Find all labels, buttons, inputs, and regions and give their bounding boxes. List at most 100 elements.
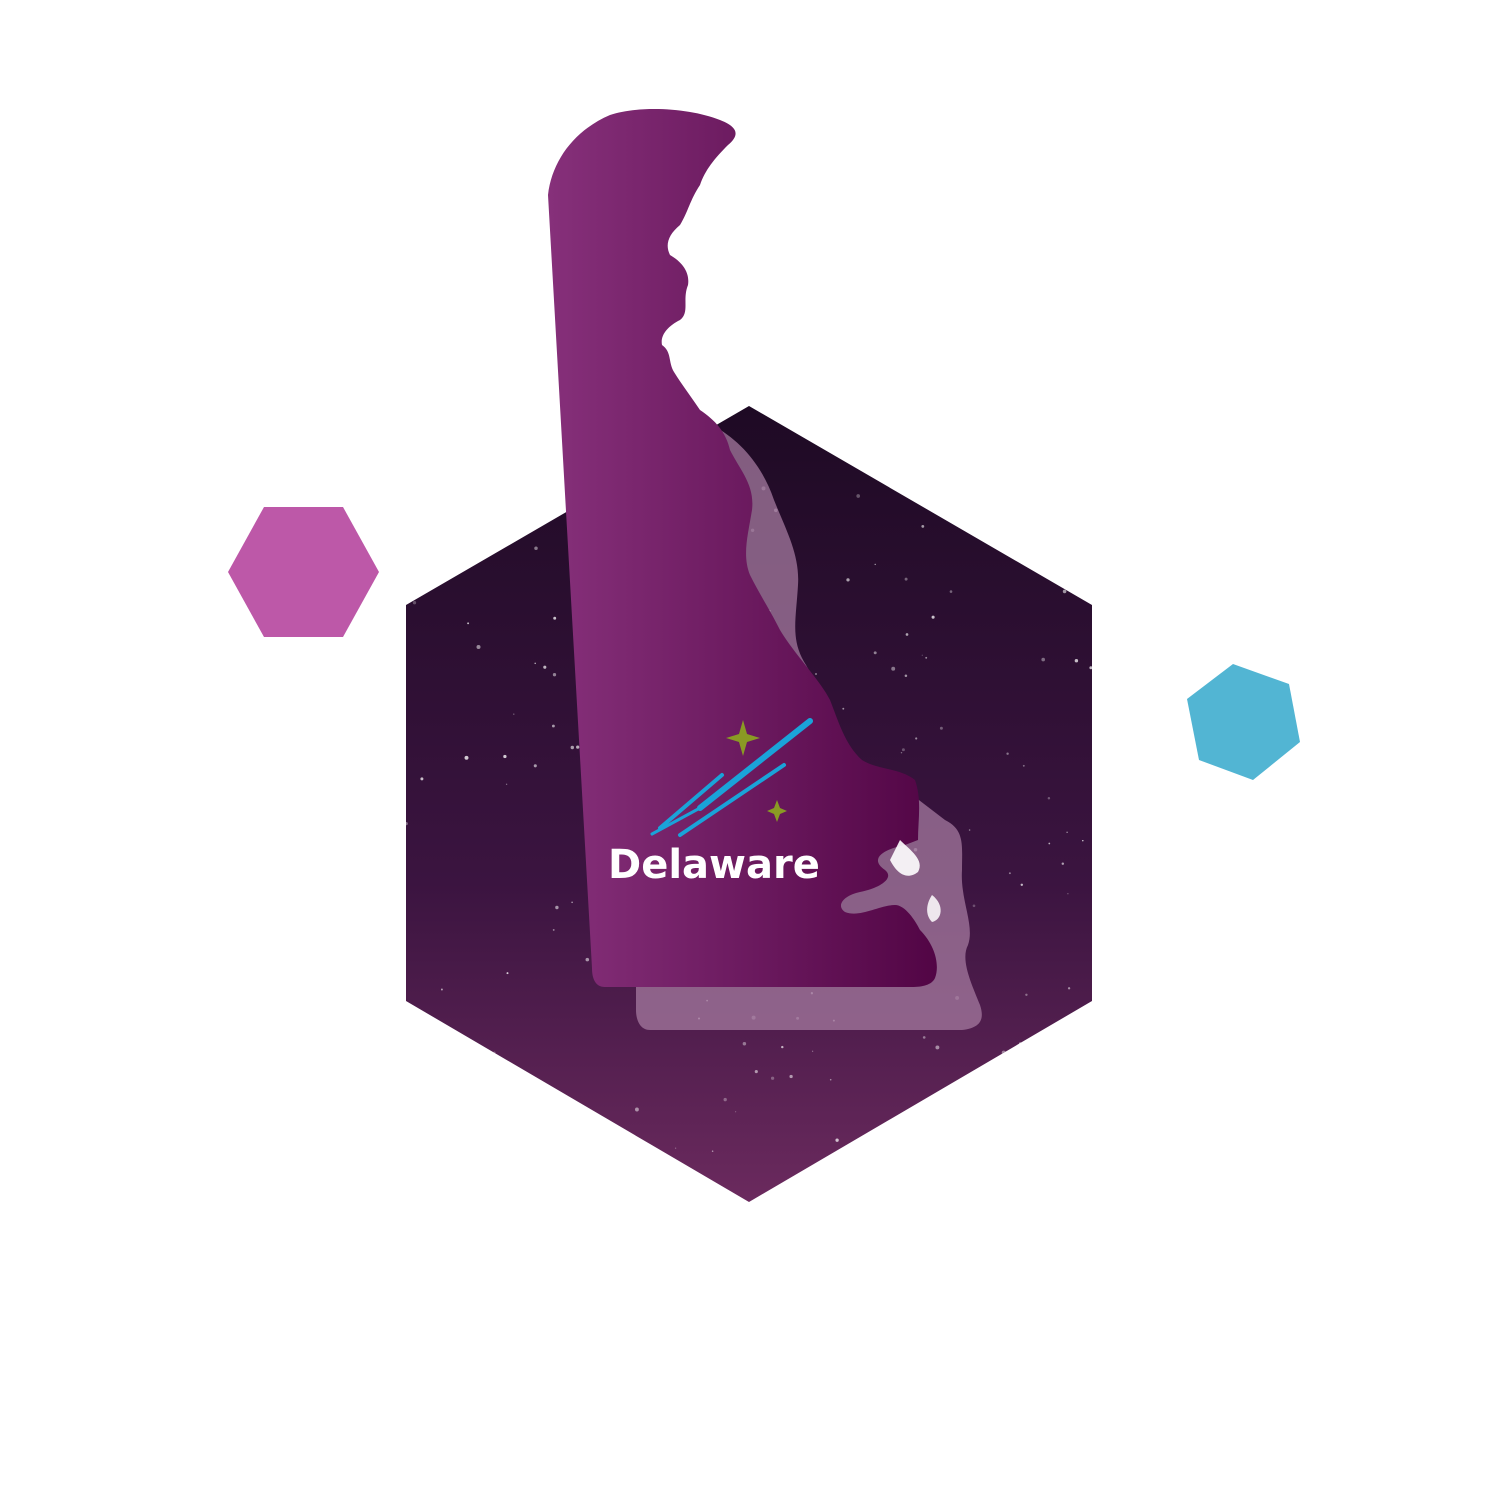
star [842, 707, 845, 710]
star [1089, 666, 1092, 670]
star [711, 1150, 714, 1152]
star [410, 1034, 413, 1037]
star [467, 622, 470, 625]
star [576, 745, 580, 749]
star [835, 1138, 839, 1142]
star [925, 656, 928, 659]
star [1006, 752, 1009, 755]
star [789, 1074, 793, 1079]
star [873, 651, 877, 655]
star [829, 1078, 832, 1081]
star [464, 755, 469, 760]
star [891, 666, 896, 671]
star [491, 459, 493, 461]
star [697, 1176, 700, 1179]
star [634, 1107, 639, 1112]
star [856, 494, 861, 498]
star [901, 748, 905, 752]
star [1041, 657, 1045, 662]
blue-hexagon-decoration [1187, 664, 1300, 780]
star [717, 412, 721, 416]
bay-inlet [890, 840, 920, 876]
star [968, 829, 971, 831]
star [1021, 1088, 1025, 1093]
star [419, 1194, 424, 1199]
star [942, 1128, 946, 1132]
star [754, 1070, 758, 1074]
star [723, 1097, 727, 1102]
star [964, 426, 968, 429]
star [811, 1050, 814, 1052]
star [543, 665, 547, 669]
star [1067, 893, 1069, 895]
star [1066, 831, 1068, 833]
shooting-star-streaks-icon [650, 718, 813, 837]
star [535, 1096, 540, 1101]
magenta-hexagon-decoration [228, 507, 379, 637]
star [915, 737, 918, 740]
star [525, 1134, 530, 1138]
star [1061, 862, 1065, 865]
star [1001, 1050, 1006, 1055]
state-name-label: Delaware [608, 842, 820, 888]
star [870, 1197, 875, 1202]
star [1020, 883, 1024, 887]
star [406, 821, 408, 826]
star [622, 1142, 626, 1146]
star [406, 1044, 408, 1047]
star [984, 1077, 989, 1082]
star [506, 972, 509, 975]
star [412, 601, 417, 605]
star [493, 1051, 496, 1054]
star [1008, 872, 1011, 875]
star [533, 764, 537, 768]
star [551, 724, 555, 728]
star [734, 1111, 737, 1113]
star [986, 1151, 991, 1156]
star [1067, 987, 1071, 990]
star [1062, 455, 1064, 458]
star [1082, 839, 1084, 842]
star [513, 713, 515, 715]
star [814, 437, 818, 441]
star [1062, 589, 1067, 594]
star [555, 905, 559, 910]
star [505, 783, 508, 785]
star [422, 418, 427, 423]
star [552, 928, 555, 931]
star [551, 444, 554, 447]
star [892, 1150, 894, 1152]
star [420, 777, 424, 781]
star [1074, 658, 1079, 663]
star [440, 988, 443, 991]
star [958, 482, 960, 485]
star [1087, 555, 1091, 559]
star [1048, 842, 1051, 845]
star [904, 674, 908, 677]
star [949, 590, 953, 593]
star [958, 1080, 962, 1083]
star [925, 480, 929, 484]
star [846, 578, 850, 582]
star [1034, 1104, 1038, 1107]
star [463, 1161, 467, 1164]
star [943, 506, 946, 509]
star [1022, 764, 1025, 767]
star [770, 1076, 775, 1080]
star [537, 1105, 540, 1108]
star [531, 1183, 533, 1186]
star [1025, 993, 1028, 997]
star [455, 467, 458, 470]
star [585, 957, 590, 962]
star [781, 1045, 784, 1049]
star [874, 563, 876, 566]
star [534, 662, 536, 665]
star [1082, 560, 1087, 564]
star [674, 1147, 677, 1149]
star [476, 645, 481, 649]
star [541, 433, 545, 437]
star [939, 726, 943, 730]
star [742, 1041, 747, 1046]
star [945, 1153, 949, 1157]
